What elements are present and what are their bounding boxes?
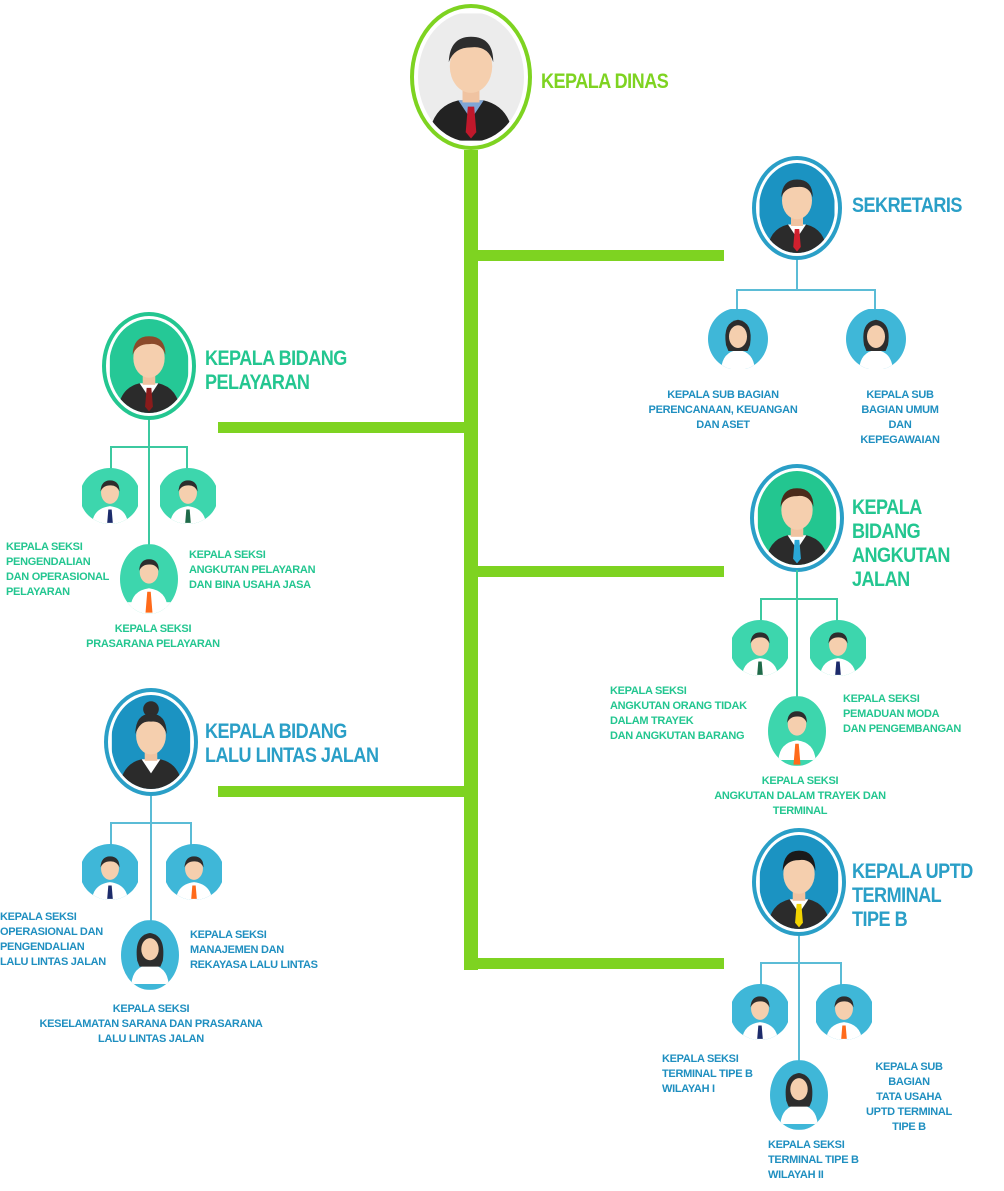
man-yellow-tie-icon [759, 835, 839, 929]
lalulintas-title: KEPALA BIDANG LALU LINTAS JALAN [205, 720, 379, 767]
man-green-tie-icon [160, 468, 216, 524]
lalulintas-sub-2-avatar [164, 844, 224, 900]
angkutan-sub-1-avatar [730, 620, 790, 676]
branch-sekretaris [478, 250, 724, 261]
lalulintas-drop-2 [190, 822, 192, 846]
angkutan-drop-2 [836, 598, 838, 622]
lalulintas-hline [110, 822, 192, 824]
head-title: KEPALA DINAS [541, 70, 669, 93]
angkutan-title: KEPALA BIDANG ANGKUTAN JALAN [852, 496, 950, 591]
lalulintas-sub-3-label: KEPALA SEKSI KESELAMATAN SARANA DAN PRAS… [39, 1003, 263, 1045]
pelayaran-drop-2 [186, 446, 188, 470]
sekretaris-hline [736, 289, 876, 291]
uptd-sub-1-avatar [730, 984, 790, 1040]
man-navy-tie-icon [82, 844, 138, 900]
lalulintas-drop-1 [110, 822, 112, 846]
sekretaris-sub-2-label: KEPALA SUB BAGIAN UMUM DAN KEPEGAWAIAN [860, 389, 940, 446]
uptd-drop-2 [840, 962, 842, 986]
man-orange-tie-icon [816, 984, 872, 1040]
woman-icon [846, 309, 906, 369]
angkutan-avatar [757, 471, 837, 565]
woman-icon [121, 920, 179, 990]
branch-angkutan [478, 566, 724, 577]
branch-uptd [478, 958, 724, 969]
branch-pelayaran [218, 422, 464, 433]
lalulintas-stem [150, 796, 152, 926]
uptd-sub-3-avatar [770, 1060, 828, 1130]
man-green-tie-icon [732, 620, 788, 676]
pelayaran-sub-3-avatar [120, 544, 178, 614]
woman-icon [708, 309, 768, 369]
lalulintas-sub-3-avatar [121, 920, 179, 990]
man-red-tie-icon [418, 13, 524, 141]
pelayaran-drop-1 [110, 446, 112, 470]
angkutan-sub-1-label: KEPALA SEKSI ANGKUTAN ORANG TIDAK DALAM … [610, 685, 747, 742]
man-navy-tie-icon [82, 468, 138, 524]
uptd-sub-2-avatar [814, 984, 874, 1040]
lalulintas-sub-1-label: KEPALA SEKSI OPERASIONAL DAN PENGENDALIA… [0, 911, 106, 968]
angkutan-sub-2-label: KEPALA SEKSI PEMADUAN MODA DAN PENGEMBAN… [843, 693, 962, 735]
pelayaran-sub-3-label: KEPALA SEKSI PRASARANA PELAYARAN [86, 623, 220, 650]
angkutan-sub-3-avatar [768, 696, 826, 766]
man-orange-tie-icon [768, 696, 826, 766]
sekretaris-drop-2 [874, 289, 876, 309]
uptd-drop-1 [760, 962, 762, 986]
branch-lalulintas [218, 786, 464, 797]
uptd-stem [798, 936, 800, 1066]
man-red-tie-icon [109, 319, 189, 413]
woman-icon [111, 695, 191, 789]
sekretaris-title: SEKRETARIS [852, 194, 962, 217]
angkutan-sub-3-label: KEPALA SEKSI ANGKUTAN DALAM TRAYEK DAN T… [714, 775, 886, 817]
man-navy-tie-icon [810, 620, 866, 676]
sekretaris-drop-1 [736, 289, 738, 309]
angkutan-drop-1 [760, 598, 762, 622]
head-avatar [418, 12, 524, 142]
uptd-sub-2-label: KEPALA SUB BAGIAN TATA USAHA UPTD TERMIN… [866, 1061, 952, 1133]
pelayaran-sub-1-label: KEPALA SEKSI PENGENDALIAN DAN OPERASIONA… [6, 541, 110, 598]
angkutan-sub-2-avatar [808, 620, 868, 676]
pelayaran-stem [148, 420, 150, 550]
pelayaran-avatar [109, 319, 189, 413]
pelayaran-hline [110, 446, 188, 448]
angkutan-hline [760, 598, 838, 600]
man-blue-tie-icon [757, 471, 837, 565]
sekretaris-sub-1-label: KEPALA SUB BAGIAN PERENCANAAN, KEUANGAN … [648, 389, 798, 431]
sekretaris-stem [796, 260, 798, 290]
sekretaris-avatar [759, 163, 835, 253]
man-red-tie-icon [759, 163, 835, 253]
uptd-avatar [759, 835, 839, 929]
pelayaran-title: KEPALA BIDANG PELAYARAN [205, 347, 347, 394]
pelayaran-sub-2-label: KEPALA SEKSI ANGKUTAN PELAYARAN DAN BINA… [189, 549, 316, 591]
pelayaran-sub-2-avatar [158, 468, 218, 524]
angkutan-stem [796, 570, 798, 704]
uptd-sub-1-label: KEPALA SEKSI TERMINAL TIPE B WILAYAH I [662, 1053, 753, 1095]
uptd-sub-3-label: KEPALA SEKSI TERMINAL TIPE B WILAYAH II [768, 1139, 859, 1181]
pelayaran-sub-1-avatar [80, 468, 140, 524]
woman-icon [770, 1060, 828, 1130]
lalulintas-sub-1-avatar [80, 844, 140, 900]
lalulintas-sub-2-label: KEPALA SEKSI MANAJEMEN DAN REKAYASA LALU… [190, 929, 318, 971]
man-orange-tie-icon [166, 844, 222, 900]
man-orange-tie-icon [120, 544, 178, 614]
sekretaris-sub-1-avatar [708, 308, 768, 370]
sekretaris-sub-2-avatar [846, 308, 906, 370]
uptd-title: KEPALA UPTD TERMINAL TIPE B [852, 860, 973, 931]
uptd-hline [760, 962, 842, 964]
main-trunk [464, 150, 478, 970]
lalulintas-avatar [111, 695, 191, 789]
man-navy-tie-icon [732, 984, 788, 1040]
